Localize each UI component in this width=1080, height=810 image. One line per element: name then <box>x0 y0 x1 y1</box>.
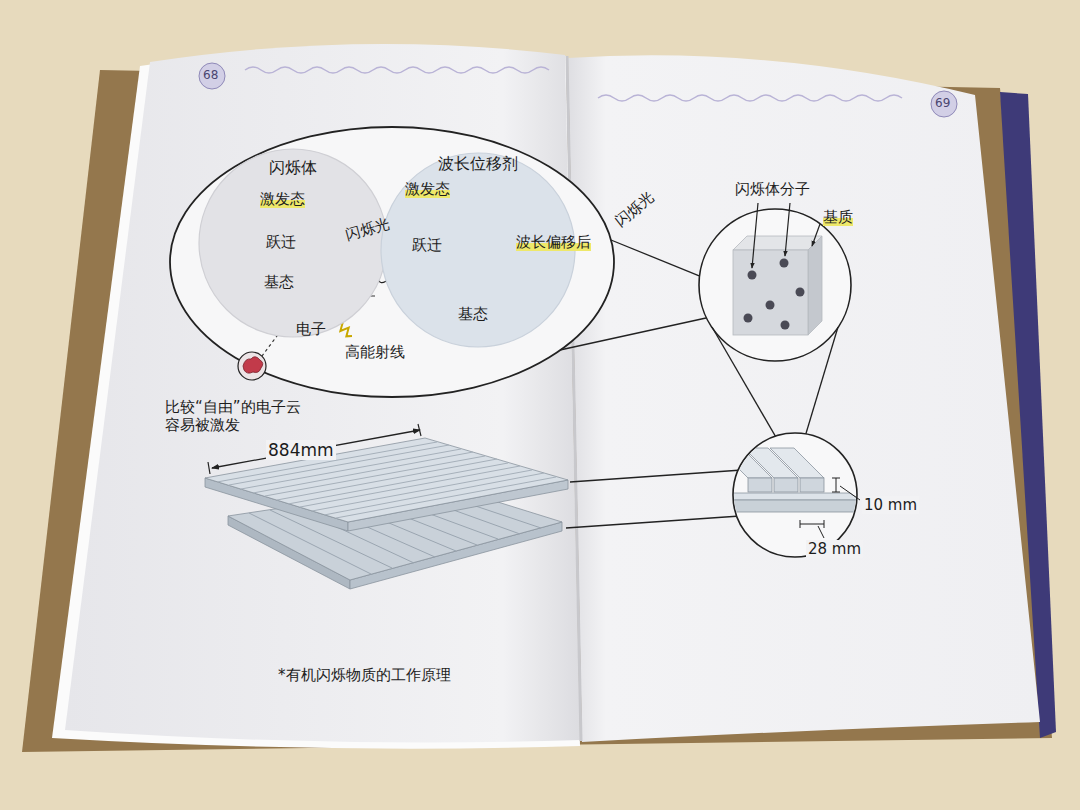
particle-label: 电子 <box>296 320 326 338</box>
figure-caption: *有机闪烁物质的工作原理 <box>278 666 451 684</box>
state-label: 激发态 <box>260 190 305 208</box>
page-number: 68 <box>203 68 218 82</box>
transition-label: 跃迁 <box>266 233 296 251</box>
circle-heading: 波长位移剂 <box>380 154 576 173</box>
state-label: 激发态 <box>405 180 450 198</box>
dimension-label: 884mm <box>266 440 336 460</box>
page-number: 69 <box>935 96 950 110</box>
part-label: 闪烁体分子 <box>735 180 810 198</box>
note-label: 比较“自由”的电子云 容易被激发 <box>165 398 315 434</box>
state-label: 基态 <box>264 273 294 291</box>
dimension-label: 28 mm <box>806 540 863 558</box>
state-label: 基态 <box>458 305 488 323</box>
light-label: 波长偏移后 <box>516 233 591 251</box>
part-label: 基质 <box>823 208 853 226</box>
circle-heading: 闪烁体 <box>198 158 388 177</box>
dimension-label: 10 mm <box>862 496 919 514</box>
ray-label: 高能射线 <box>345 343 405 361</box>
transition-label: 跃迁 <box>412 236 442 254</box>
